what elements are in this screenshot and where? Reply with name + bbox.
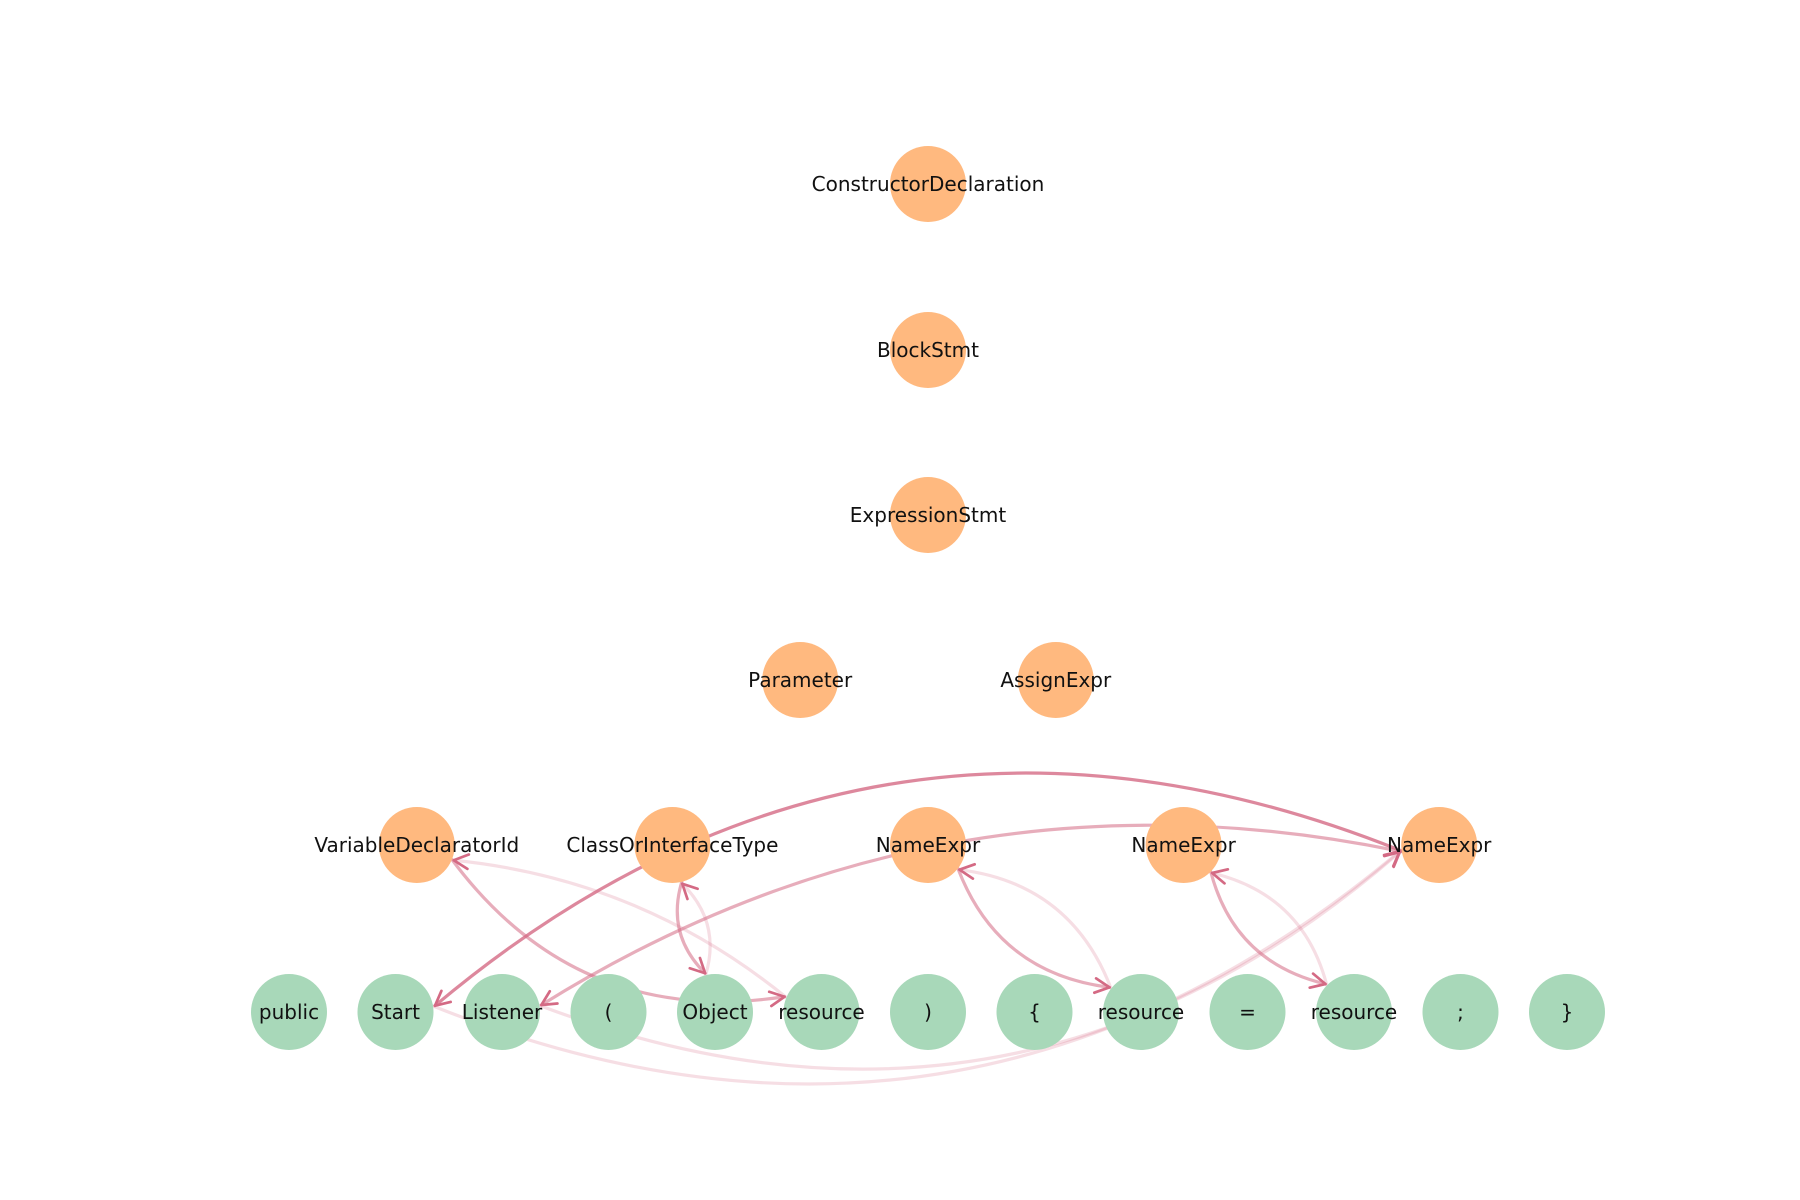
ast-node-label: ExpressionStmt (850, 503, 1007, 527)
ast-node-circle (890, 477, 966, 553)
ast-node: ClassOrInterfaceType (566, 807, 778, 883)
ast-node: ConstructorDeclaration (812, 146, 1045, 222)
token-node-circle (677, 974, 753, 1050)
edge-layer (431, 771, 1404, 1086)
token-node: public (251, 974, 327, 1050)
token-node: ) (890, 974, 966, 1050)
token-node-label: public (259, 1000, 319, 1024)
edge-t1-a9 (431, 849, 1402, 1086)
ast-node-label: VariableDeclaratorId (314, 833, 519, 857)
token-node-label: Object (682, 1000, 747, 1024)
edge-t4-a6 (680, 882, 712, 977)
token-node-circle (1316, 974, 1392, 1050)
token-node: { (996, 974, 1073, 1050)
ast-node-circle (1401, 807, 1478, 883)
token-node-circle (783, 974, 860, 1050)
token-node-circle (1529, 974, 1605, 1050)
token-node-circle (1103, 974, 1179, 1050)
ast-node: NameExpr (1131, 807, 1237, 883)
token-node-circle (890, 974, 966, 1050)
token-node-label: Start (371, 1000, 420, 1024)
token-node: ( (570, 974, 647, 1050)
token-node-label: = (1239, 1000, 1256, 1024)
token-node-circle (996, 974, 1073, 1050)
ast-node: VariableDeclaratorId (314, 807, 519, 883)
token-node-label: resource (1311, 1000, 1398, 1024)
ast-node-label: Parameter (748, 668, 853, 692)
token-node: ; (1422, 974, 1499, 1050)
ast-node-circle (1017, 642, 1094, 718)
ast-node-label: NameExpr (1387, 833, 1492, 857)
token-node-circle (1209, 974, 1286, 1050)
ast-node-label: AssignExpr (1000, 668, 1112, 692)
token-node: Start (357, 974, 434, 1050)
token-node-label: ; (1457, 1000, 1464, 1024)
ast-node: NameExpr (1387, 807, 1492, 883)
edge-a8-t10 (1209, 869, 1328, 989)
edge-t10-a8 (1210, 868, 1329, 988)
token-node: resource (1311, 974, 1398, 1050)
ast-node-label: NameExpr (876, 833, 981, 857)
token-node: Listener (462, 974, 543, 1050)
token-node-label: Listener (462, 1000, 543, 1024)
edge-a9-t1 (433, 771, 1404, 1008)
ast-node: ExpressionStmt (850, 477, 1007, 553)
edge-t5-a5 (452, 853, 788, 1000)
token-node-label: } (1561, 1000, 1574, 1024)
token-node: = (1209, 974, 1286, 1050)
ast-node: BlockStmt (877, 312, 979, 388)
token-node-circle (357, 974, 434, 1050)
ast-node-circle (634, 807, 711, 883)
token-node-label: resource (778, 1000, 865, 1024)
edge-t8-a7 (957, 862, 1113, 991)
ast-node: Parameter (748, 642, 853, 718)
ast-node-label: NameExpr (1131, 833, 1236, 857)
ast-node-label: ClassOrInterfaceType (566, 833, 778, 857)
token-node: } (1529, 974, 1605, 1050)
ast-node-label: BlockStmt (877, 338, 979, 362)
token-node: Object (677, 974, 753, 1050)
token-node: resource (1098, 974, 1185, 1050)
ast-node-circle (378, 807, 455, 883)
ast-node-circle (890, 807, 966, 883)
edge-t2-a9 (537, 850, 1402, 1071)
token-node-label: ( (605, 1000, 613, 1024)
ast-node: NameExpr (876, 807, 981, 883)
token-node-circle (1422, 974, 1499, 1050)
node-layer: ConstructorDeclarationBlockStmtExpressio… (251, 146, 1605, 1050)
ast-node-circle (890, 312, 966, 388)
token-node-circle (570, 974, 647, 1050)
ast-node-circle (762, 642, 839, 718)
ast-node: AssignExpr (1000, 642, 1112, 718)
ast-node-circle (890, 146, 966, 222)
token-node-label: resource (1098, 1000, 1185, 1024)
ast-node-label: ConstructorDeclaration (812, 172, 1045, 196)
token-node: resource (778, 974, 865, 1050)
token-node-circle (251, 974, 327, 1050)
token-node-label: { (1028, 1000, 1041, 1024)
token-node-circle (464, 974, 540, 1050)
ast-node-circle (1145, 807, 1222, 883)
token-node-label: ) (924, 1000, 932, 1024)
edge-a7-t8 (956, 866, 1112, 995)
